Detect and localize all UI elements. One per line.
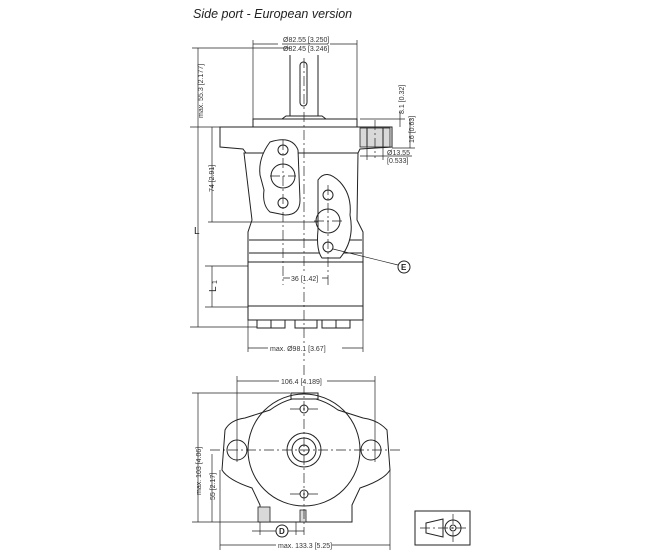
length-l-label: L: [194, 226, 200, 237]
bolt-hole-dia-label: Ø13.55: [387, 150, 410, 157]
callout-d-label: D: [279, 527, 285, 536]
shaft-dia-min-label: Ø82.45 [3.246]: [283, 46, 329, 53]
height-label: max. 103 [4.06]: [196, 447, 203, 495]
flange-thickness-label: 16 [0.63]: [409, 116, 416, 143]
shaft-dia-max-label: Ø82.55 [3.250]: [283, 37, 329, 44]
callout-e-label: E: [401, 263, 407, 272]
length-l1-subscript: 1: [212, 280, 219, 284]
first-angle-projection-symbol: [414, 510, 471, 546]
drawing-title: Side port - European version: [193, 7, 353, 21]
width-label: max. 133.3 [5.25]: [278, 543, 332, 550]
end-cover-bolts: [256, 319, 351, 329]
body-dia-label: max. Ø98.1 [3.67]: [270, 346, 326, 353]
bolt-spacing-label: 106.4 [4.189]: [281, 379, 322, 386]
bolt-hole-dia-in-label: [0.533]: [387, 158, 408, 165]
port-height-label: 74 [2.91]: [209, 165, 216, 192]
center-height-label: 55 [2.17]: [210, 473, 217, 500]
end-flange: [221, 397, 391, 523]
port-plate-a: [259, 139, 301, 216]
flange-step-label: 8.1 [0.32]: [399, 85, 406, 114]
callout-d: [275, 524, 289, 538]
port-d: [257, 506, 271, 523]
port-spacing-label: 36 [1.42]: [291, 276, 318, 283]
shaft-key-slot: [299, 61, 308, 107]
callout-e: [397, 260, 411, 274]
end-view: 106.4 [4.189] max. 103 [4.06] 55 [2.17] …: [192, 365, 400, 550]
length-l1-label: L: [208, 286, 219, 292]
port-plate-b: [317, 174, 352, 259]
pilot-collar: [252, 118, 358, 128]
shaft-length-label: max. 55.3 [2.177]: [198, 64, 205, 118]
gear-set: [247, 261, 364, 321]
side-view: Ø82.55 [3.250] Ø82.45 [3.246] max. 55.3 …: [190, 35, 416, 362]
